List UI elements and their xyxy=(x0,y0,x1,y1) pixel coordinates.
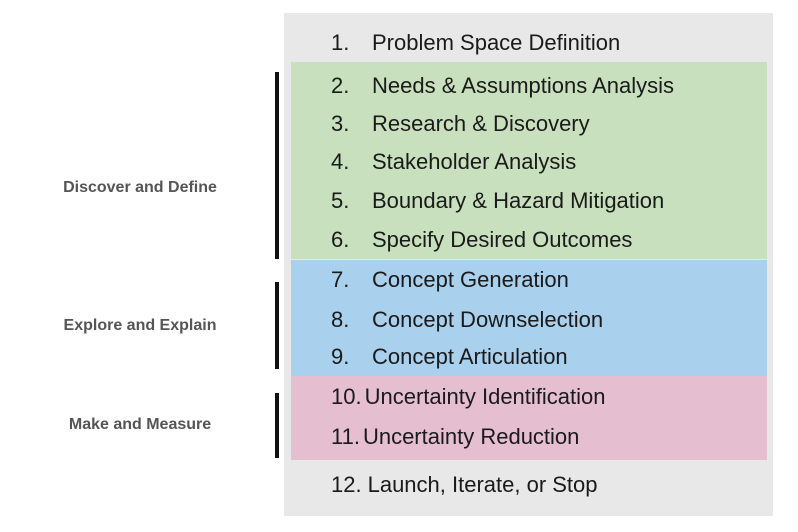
step-text: Concept Generation xyxy=(372,267,569,292)
phase-label-make: Make and Measure xyxy=(68,416,212,433)
step-number: 10. xyxy=(331,384,362,409)
step-text: Problem Space Definition xyxy=(372,30,621,55)
step-number: 4. xyxy=(331,149,350,174)
step-1: 1. Problem Space Definition xyxy=(331,24,620,62)
step-text: Research & Discovery xyxy=(372,111,590,136)
step-10: 10.Uncertainty Identification xyxy=(331,378,606,416)
make-bracket xyxy=(275,393,279,458)
step-number: 9. xyxy=(331,344,350,369)
step-2: 2. Needs & Assumptions Analysis xyxy=(331,67,674,105)
step-number: 1. xyxy=(331,30,350,55)
step-number: 7. xyxy=(331,267,350,292)
step-number: 6. xyxy=(331,227,350,252)
step-text: Concept Downselection xyxy=(372,307,604,332)
step-text: Stakeholder Analysis xyxy=(372,149,577,174)
step-text: Concept Articulation xyxy=(372,344,568,369)
discover-bracket xyxy=(275,72,279,259)
step-number: 5. xyxy=(331,188,350,213)
step-text: Boundary & Hazard Mitigation xyxy=(372,188,665,213)
step-4: 4. Stakeholder Analysis xyxy=(331,143,576,181)
step-number: 3. xyxy=(331,111,350,136)
explore-band xyxy=(291,260,767,376)
phase-label-discover: Discover and Define xyxy=(63,179,217,196)
step-9: 9. Concept Articulation xyxy=(331,338,568,376)
step-7: 7. Concept Generation xyxy=(331,261,569,299)
step-number: 8. xyxy=(331,307,350,332)
step-text: Uncertainty Identification xyxy=(364,384,606,409)
step-6: 6. Specify Desired Outcomes xyxy=(331,221,632,259)
step-number: 12. xyxy=(331,472,362,497)
step-11: 11.Uncertainty Reduction xyxy=(331,418,579,456)
step-text: Needs & Assumptions Analysis xyxy=(372,73,675,98)
step-5: 5. Boundary & Hazard Mitigation xyxy=(331,182,664,220)
explore-bracket xyxy=(275,282,279,369)
phase-label-explore: Explore and Explain xyxy=(63,317,217,334)
step-number: 2. xyxy=(331,73,350,98)
make-band xyxy=(291,376,767,460)
step-8: 8. Concept Downselection xyxy=(331,301,603,339)
step-3: 3. Research & Discovery xyxy=(331,105,590,143)
step-text: Specify Desired Outcomes xyxy=(372,227,633,252)
step-text: Uncertainty Reduction xyxy=(362,424,580,449)
step-text: Launch, Iterate, or Stop xyxy=(367,472,598,497)
step-number: 11. xyxy=(331,424,360,449)
discover-band xyxy=(291,62,767,259)
step-12: 12.Launch, Iterate, or Stop xyxy=(331,466,598,504)
